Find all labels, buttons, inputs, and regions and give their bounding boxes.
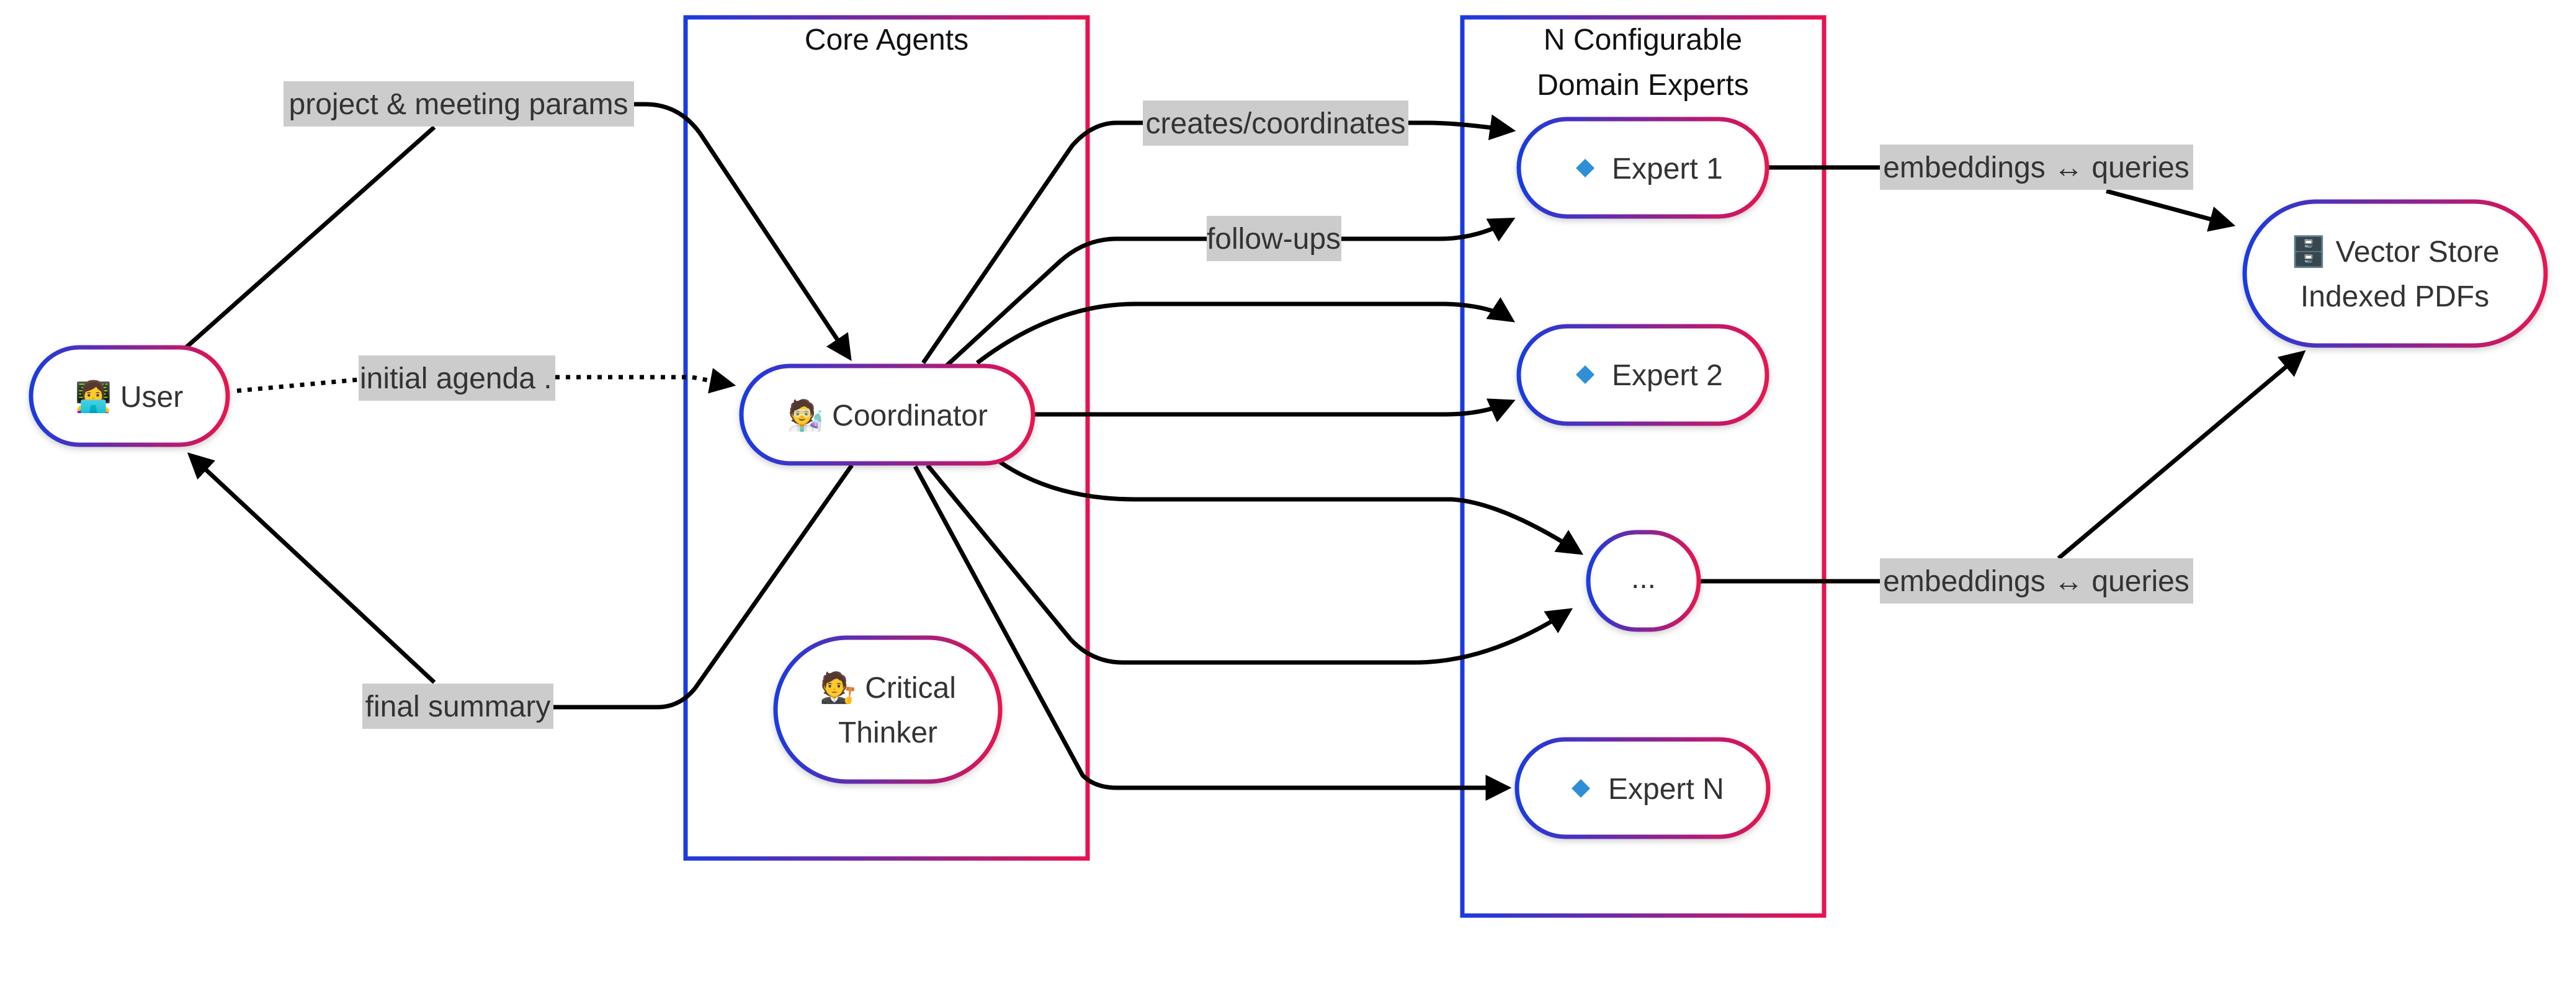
node-vector-store: 🗄️ Vector Store Indexed PDFs (2242, 199, 2548, 348)
svg-text:final summary: final summary (365, 690, 551, 723)
edge-label-project-params: project & meeting params (284, 81, 634, 127)
edge-final-summary-to-user (187, 452, 436, 684)
edge-coordinator-followups-expert1 (944, 236, 1207, 368)
edge-user-to-initial-agenda (236, 377, 359, 393)
edge-label-final-summary: final summary (362, 684, 553, 729)
svg-text:follow-ups: follow-ups (1207, 223, 1341, 256)
edge-label-follow-ups: follow-ups (1207, 216, 1341, 261)
edge-creates-label-to-expert1 (1408, 114, 1516, 141)
node-user-label: 👩‍💻 User (75, 380, 183, 414)
svg-text:embeddings ↔ queries: embeddings ↔ queries (1883, 565, 2189, 598)
group-domain-experts: N Configurable Domain Experts (1460, 15, 1827, 918)
edge-initial-agenda-to-coordinator (555, 368, 736, 394)
edge-user-to-label-project-params (184, 125, 436, 349)
svg-text:initial agenda .: initial agenda . (360, 362, 552, 395)
edges (184, 102, 2306, 801)
edge-label-embeddings-top: embeddings ↔ queries (1880, 145, 2193, 190)
node-critical-thinker-label-line1: 🧑‍⚖️ Critical (820, 670, 956, 705)
group-core-agents-title: Core Agents (805, 24, 968, 56)
node-expert-2-label: Expert 2 (1612, 359, 1723, 392)
edge-coordinator-to-final-summary (553, 463, 854, 710)
blue-diamond-icon (1576, 365, 1594, 384)
group-domain-experts-title-line2: Domain Experts (1537, 69, 1748, 102)
svg-text:creates/coordinates: creates/coordinates (1146, 107, 1406, 140)
node-critical-thinker-label-line2: Thinker (838, 716, 937, 749)
svg-text:project & meeting params: project & meeting params (289, 88, 628, 121)
node-vector-store-label-line1: 🗄️ Vector Store (2290, 234, 2499, 269)
edge-coordinator-to-expert2-lower (1033, 398, 1516, 422)
edge-project-params-to-coordinator (634, 102, 852, 361)
node-coordinator-label: 🧑‍🔬 Coordinator (787, 398, 988, 432)
edge-coordinator-to-ellipsis-upper (999, 460, 1584, 555)
group-domain-experts-title-line1: N Configurable (1544, 24, 1742, 56)
node-ellipsis: ... (1586, 530, 1701, 632)
edge-coordinator-creates-expert1 (921, 120, 1143, 364)
blue-diamond-icon (1576, 159, 1594, 177)
edge-coordinator-to-ellipsis-lower (926, 463, 1573, 665)
edge-embeddings-bottom-to-vector-store (2057, 350, 2306, 560)
node-expert-n: Expert N (1514, 737, 1771, 839)
edge-embeddings-to-vector-store (2106, 189, 2236, 232)
node-expert-1: Expert 1 (1516, 117, 1769, 219)
edge-label-embeddings-bottom: embeddings ↔ queries (1880, 558, 2193, 604)
node-expert-n-label: Expert N (1608, 773, 1724, 806)
node-expert-2: Expert 2 (1516, 324, 1769, 426)
edge-followups-label-to-expert1 (1341, 217, 1516, 242)
node-ellipsis-label: ... (1631, 562, 1656, 595)
edge-label-creates-coordinates: creates/coordinates (1143, 100, 1408, 146)
node-coordinator: 🧑‍🔬 Coordinator (739, 363, 1035, 466)
edge-coordinator-to-expertN (913, 465, 1512, 801)
node-user: 👩‍💻 User (29, 345, 230, 447)
blue-diamond-icon (1572, 779, 1590, 798)
node-vector-store-label-line2: Indexed PDFs (2301, 280, 2489, 313)
edge-label-initial-agenda: initial agenda . (359, 355, 555, 401)
edge-coordinator-to-expert2-upper (975, 297, 1516, 365)
svg-text:embeddings ↔ queries: embeddings ↔ queries (1883, 151, 2189, 184)
node-critical-thinker: 🧑‍⚖️ Critical Thinker (773, 635, 1003, 784)
group-core-agents: Core Agents (683, 15, 1090, 861)
node-expert-1-label: Expert 1 (1612, 153, 1723, 185)
